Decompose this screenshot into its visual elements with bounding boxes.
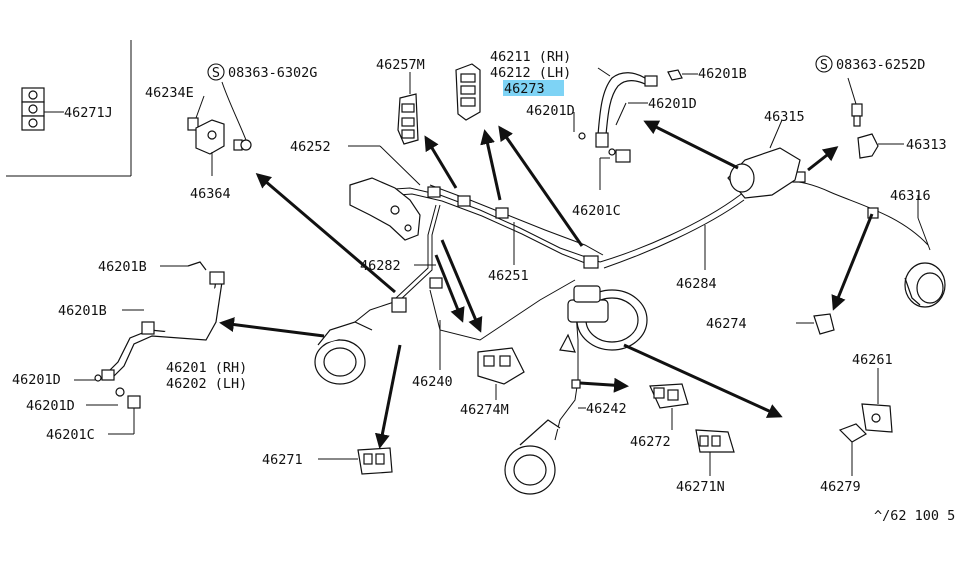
part-46274M-clip (477, 347, 525, 400)
label-46271: 46271 (262, 452, 303, 468)
label-46364: 46364 (190, 186, 231, 202)
pipe-clips (391, 171, 879, 389)
label-46271N: 46271N (676, 479, 725, 495)
s-mark-6302G-text: S (212, 65, 220, 81)
label-46315: 46315 (764, 109, 805, 125)
label-46252: 46252 (290, 139, 331, 155)
part-46201B-top-clip (667, 69, 698, 81)
label-08363-6302G: 08363-6302G (228, 65, 317, 81)
callout-arrows (219, 120, 874, 449)
label-46212: 46212 (LH) (490, 65, 571, 81)
s-mark-6302G: S (207, 63, 225, 81)
s-mark-6252D: S (815, 55, 833, 73)
label-46240: 46240 (412, 374, 453, 390)
part-46261-bracket (838, 368, 893, 476)
label-46201D-left-2: 46201D (26, 398, 75, 414)
inset-frame (6, 40, 132, 177)
label-46201D-left-1: 46201D (12, 372, 61, 388)
label-46201D-top-right: 46201D (648, 96, 697, 112)
s-mark-6252D-text: S (820, 57, 828, 73)
part-46313-bracket (857, 133, 904, 159)
label-46261: 46261 (852, 352, 893, 368)
part-46271J-clip (21, 87, 64, 131)
highlight-46273 (503, 80, 564, 96)
part-46273-clip (455, 63, 481, 121)
part-46364-bracket (187, 95, 225, 176)
label-46202-lh: 46202 (LH) (166, 376, 247, 392)
label-46201B-top: 46201B (698, 66, 747, 82)
label-46201B-left-2: 46201B (58, 303, 107, 319)
label-46257M: 46257M (376, 57, 425, 73)
label-46274M: 46274M (460, 402, 509, 418)
label-46251: 46251 (488, 268, 529, 284)
part-46201D-top-clips (573, 102, 648, 190)
label-46201C-top: 46201C (572, 203, 621, 219)
label-46201D-top-left: 46201D (526, 103, 575, 119)
label-46271J: 46271J (64, 105, 113, 121)
label-46279: 46279 (820, 479, 861, 495)
label-46211: 46211 (RH) (490, 49, 571, 65)
label-46201-rh: 46201 (RH) (166, 360, 247, 376)
rear-right-brake (904, 262, 946, 308)
label-ref-code: ^/62 100 5 (874, 508, 955, 524)
part-labels: 46271J 46234E 08363-6302G 46364 46257M 4… (12, 49, 955, 524)
label-46282: 46282 (360, 258, 401, 274)
label-46313: 46313 (906, 137, 947, 153)
label-46242: 46242 (586, 401, 627, 417)
label-08363-6252D: 08363-6252D (836, 57, 925, 73)
bolt-08363-6252D (847, 77, 863, 127)
label-46274: 46274 (706, 316, 747, 332)
label-46316: 46316 (890, 188, 931, 204)
label-46273: 46273 (504, 81, 545, 97)
part-46257M-clip (397, 72, 419, 145)
part-46252-bracket (349, 177, 421, 241)
bolt-08363-6302G (221, 81, 252, 151)
part-46201-hose (94, 261, 225, 409)
rear-left-brake (504, 419, 561, 495)
front-left-brake (314, 321, 373, 385)
front-right-brake (727, 147, 801, 199)
part-46211-hose (595, 67, 658, 148)
part-46274-clip (796, 313, 835, 335)
label-46272: 46272 (630, 434, 671, 450)
label-46234E: 46234E (145, 85, 194, 101)
part-46272-clip (649, 383, 689, 430)
leader-lines (74, 119, 931, 435)
label-46201B-left-1: 46201B (98, 259, 147, 275)
label-46284: 46284 (676, 276, 717, 292)
label-46201C-left: 46201C (46, 427, 95, 443)
part-46271N-clip (695, 429, 735, 476)
brake-booster (559, 285, 648, 353)
part-46271-clip (318, 447, 393, 475)
